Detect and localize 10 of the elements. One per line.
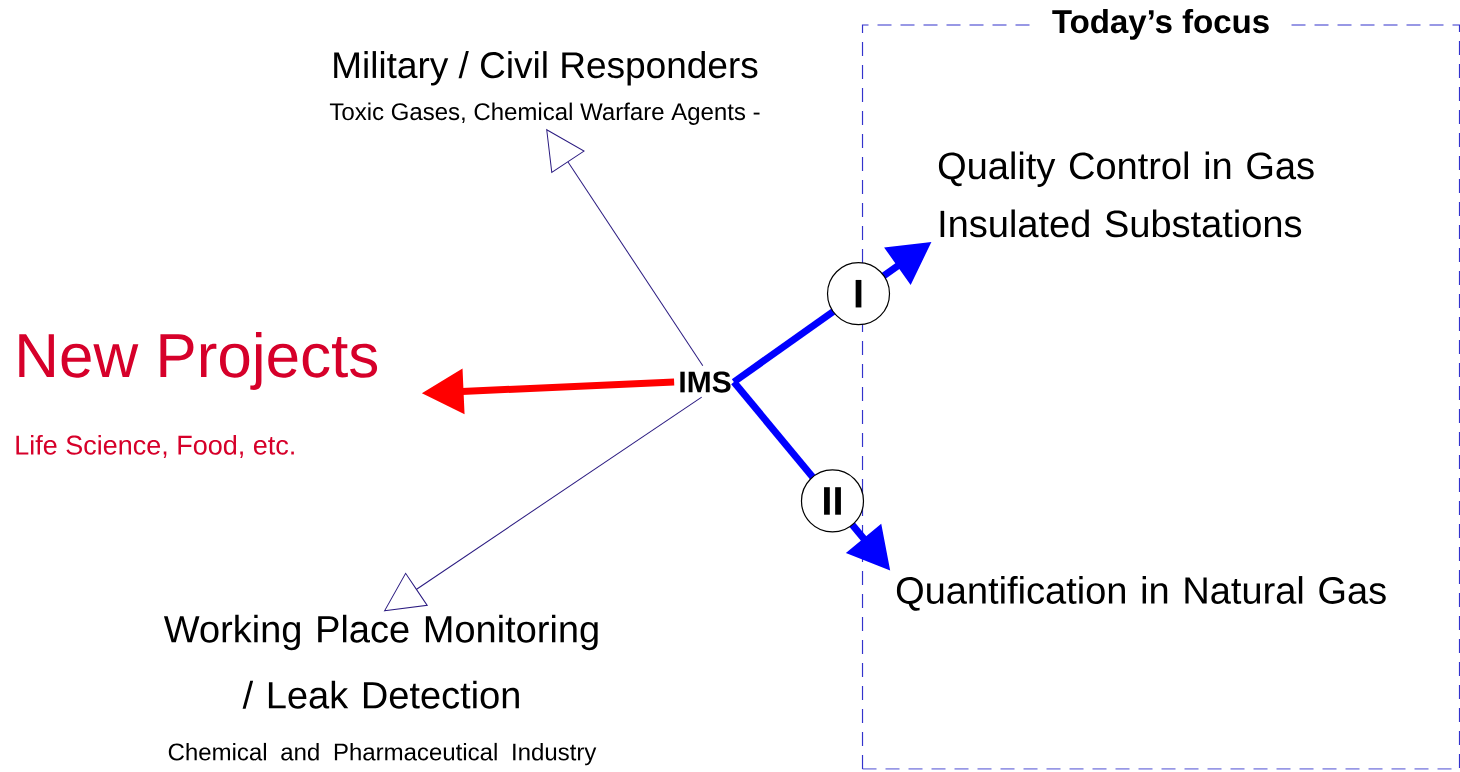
- application-text: Quantification in Natural Gas: [896, 576, 1386, 611]
- arrow: [384, 396, 703, 612]
- edge-label: II: [800, 469, 865, 533]
- application-text: Working Place Monitoring / Leak Detection Chemical and Pharmaceutical Industry: [163, 614, 598, 766]
- application-text: Military / Civil Responders Toxic Gases, Chemical Warfare Agents -: [329, 51, 760, 125]
- edge-label: I: [826, 262, 891, 326]
- hub-label: IMS: [680, 371, 731, 393]
- arrow: [546, 129, 704, 367]
- application-text: Quality Control in Gas Insulated Substations: [938, 151, 1314, 238]
- application-text: New Projects Life Science, Food, etc.: [16, 332, 378, 458]
